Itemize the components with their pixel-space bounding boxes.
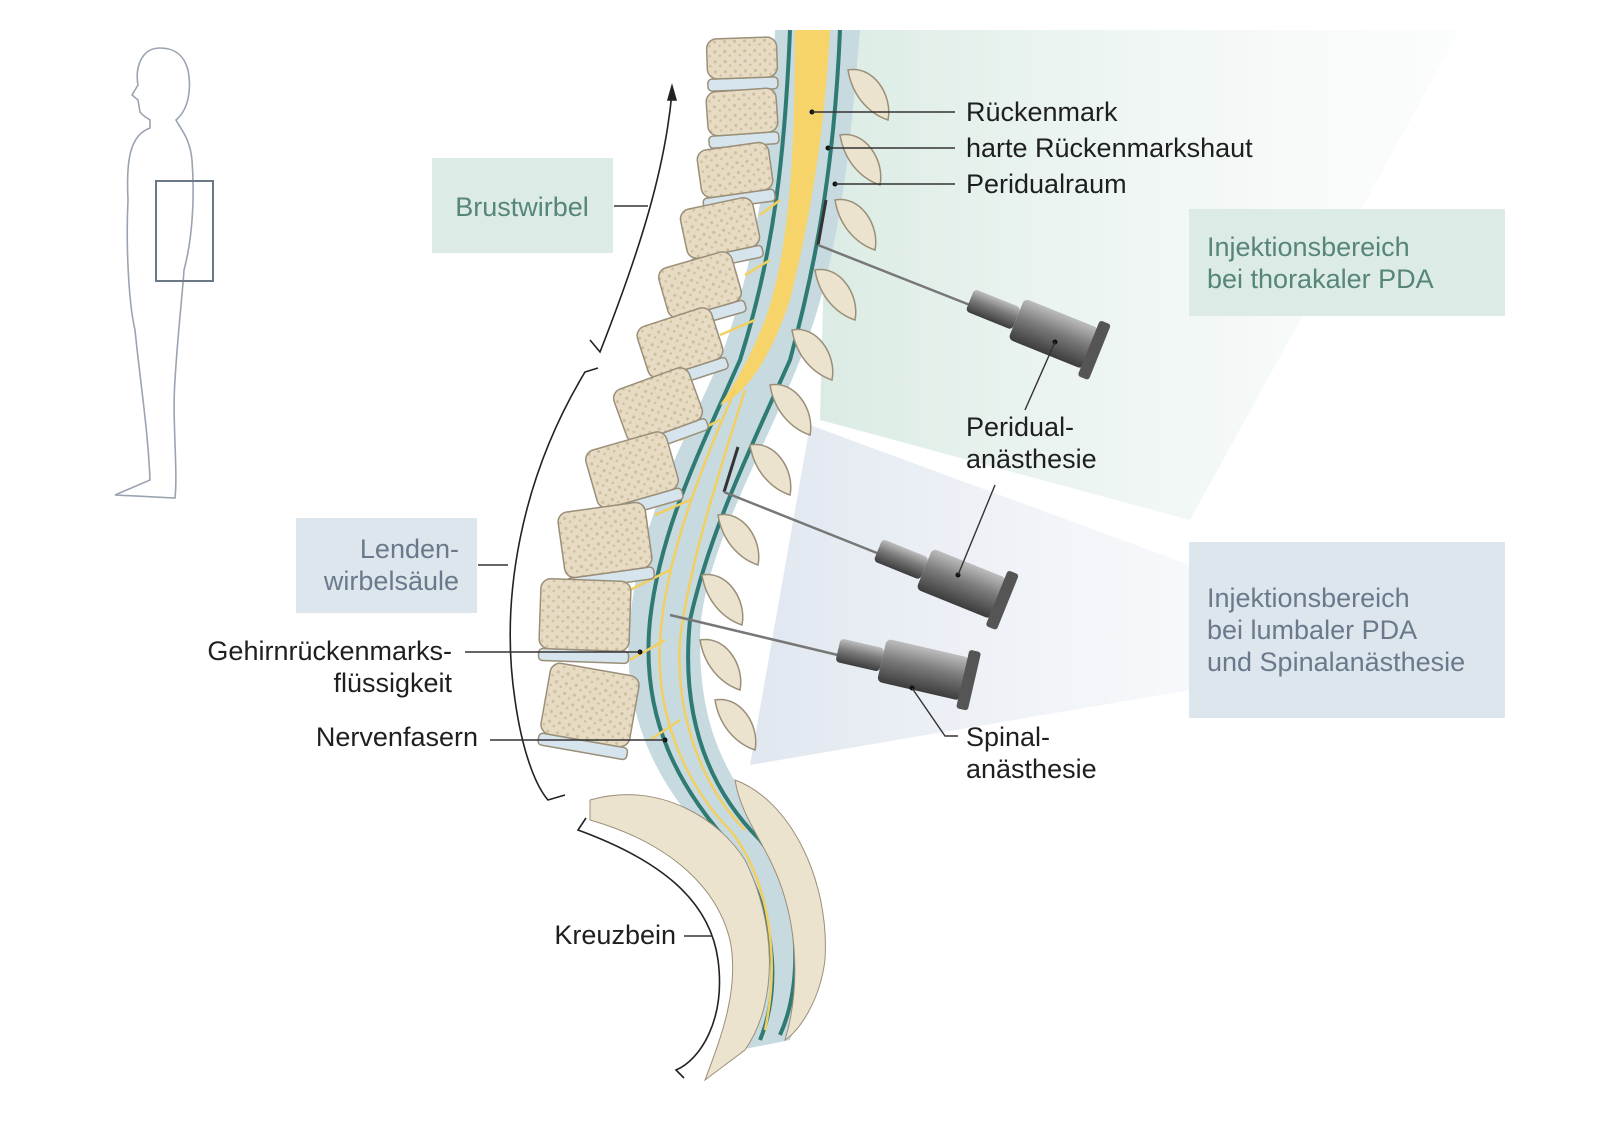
lumbar-injection-box: [1189, 542, 1505, 718]
label-spinal-1: Spinal-: [966, 722, 1050, 752]
spinal-cord: [720, 30, 830, 405]
human-silhouette-icon: [114, 47, 214, 499]
spine: [537, 29, 890, 1082]
thoracic-box-line-2: bei thorakaler PDA: [1207, 264, 1434, 294]
label-peridual-2: anästhesie: [966, 444, 1097, 474]
needle-spinal: [669, 613, 981, 711]
vertebral-body: [537, 662, 640, 761]
thoracic-box-line-1: Injektionsbereich: [1207, 232, 1410, 262]
spinous-process: [839, 133, 882, 186]
lendenwirbel-box: [296, 518, 477, 613]
vertebral-body: [557, 501, 656, 591]
spinous-process: [714, 698, 757, 751]
label-spinal-2: anästhesie: [966, 754, 1097, 784]
nerve-fibers: [629, 199, 781, 1031]
region-marker: [155, 180, 214, 282]
spinous-process: [814, 268, 857, 321]
label-harte-rueckenmarkshaut: harte Rückenmarkshaut: [966, 133, 1253, 163]
spinous-process: [701, 573, 744, 626]
brustwirbel-box: [432, 158, 613, 253]
spinous-process: [834, 198, 877, 251]
label-liquor-2: flüssigkeit: [333, 668, 452, 698]
label-nervenfasern: Nervenfasern: [316, 722, 478, 752]
spinous-process: [699, 638, 742, 691]
label-peridual-1: Peridual-: [966, 412, 1074, 442]
label-liquor-1: Gehirnrückenmarks-: [207, 636, 452, 666]
needle-lumbar-epidural: [722, 446, 1019, 630]
thoracic-injection-box: [1189, 209, 1505, 316]
lumbar-box-line-3: und Spinalanästhesie: [1207, 647, 1465, 677]
vertebral-body: [705, 87, 780, 149]
vertebral-body: [537, 578, 632, 665]
label-kreuzbein: Kreuzbein: [554, 920, 676, 950]
spinous-process: [749, 443, 792, 496]
spinous-process: [791, 328, 834, 381]
lenden-label-2: wirbelsäule: [323, 566, 459, 596]
lumbar-box-line-2: bei lumbaler PDA: [1207, 615, 1417, 645]
sacrum: [589, 794, 770, 1082]
spinous-process: [717, 513, 760, 566]
needle-thoracic-epidural: [816, 199, 1111, 380]
spinous-process: [769, 383, 812, 436]
spinal-canal: [628, 30, 860, 1050]
thoracic-injection-zone: [820, 30, 1460, 520]
lumbar-box-line-1: Injektionsbereich: [1207, 583, 1410, 613]
region-brackets: [478, 83, 721, 1079]
leader-lines: [465, 109, 1058, 937]
label-rueckenmark: Rückenmark: [966, 97, 1118, 127]
spinous-process: [847, 68, 890, 121]
lenden-label-1: Lenden-: [360, 534, 459, 564]
label-peridualraum: Peridualraum: [966, 169, 1127, 199]
brustwirbel-label: Brustwirbel: [455, 192, 589, 222]
vertebral-body: [705, 36, 779, 92]
